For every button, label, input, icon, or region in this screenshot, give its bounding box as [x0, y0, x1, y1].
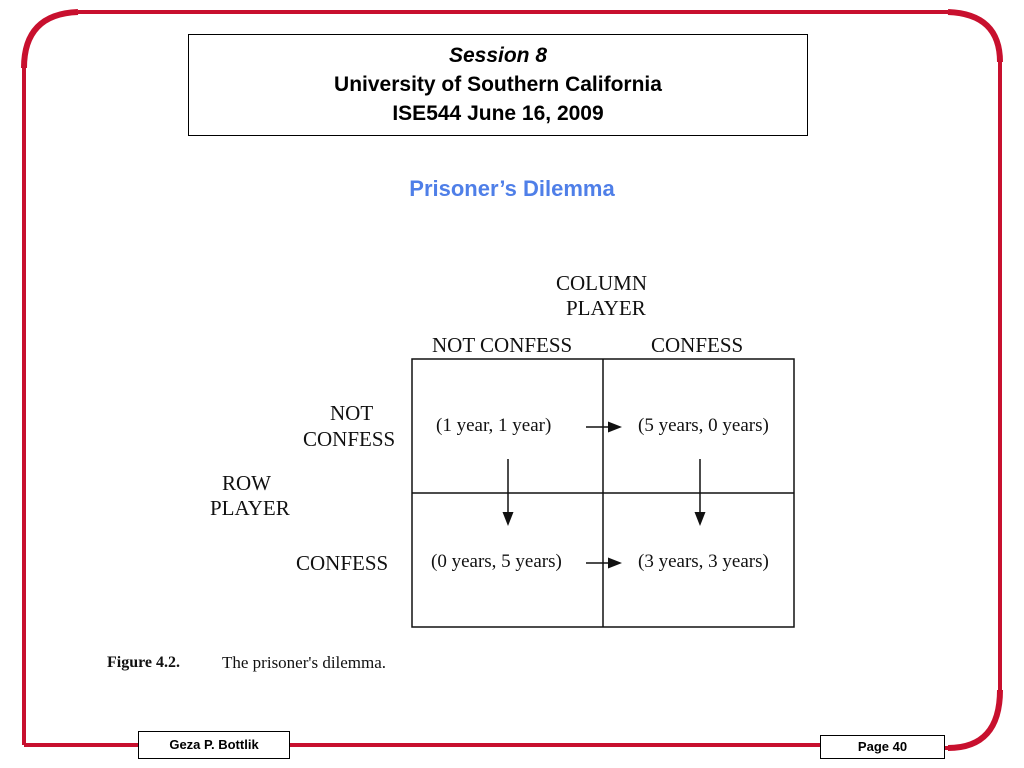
figure-caption-number: Figure 4.2.	[107, 654, 181, 671]
slide-title: Prisoner’s Dilemma	[409, 176, 615, 201]
footer-page-number: Page 40	[820, 735, 945, 759]
cell-confess-not-confess: (0 years, 5 years)	[431, 551, 562, 572]
row-player-label-1: ROW	[222, 471, 271, 495]
column-player-label-1: COLUMN	[556, 271, 648, 295]
session-label: Session 8	[448, 44, 548, 67]
figure-caption-text: The prisoner's dilemma.	[222, 653, 387, 672]
down-arrow	[502, 459, 514, 526]
right-arrow	[586, 421, 622, 433]
cell-confess-confess: (3 years, 3 years)	[638, 551, 769, 572]
column-header-not-confess: NOT CONFESS	[432, 333, 573, 357]
column-player-label-2: PLAYER	[566, 296, 646, 320]
header-box: Session 8 University of Southern Califor…	[188, 34, 808, 136]
row-player-label-2: PLAYER	[210, 496, 290, 520]
course-label: ISE544 June 16, 2009	[392, 102, 604, 125]
footer-author: Geza P. Bottlik	[138, 731, 290, 759]
right-arrow	[586, 557, 622, 569]
row-header-confess: CONFESS	[296, 551, 389, 575]
row-header-not-confess-2: CONFESS	[303, 427, 396, 451]
cell-not-confess-not-confess: (1 year, 1 year)	[436, 415, 552, 436]
row-header-not-confess-1: NOT	[330, 401, 374, 425]
down-arrow	[694, 459, 706, 526]
cell-not-confess-confess: (5 years, 0 years)	[638, 415, 769, 436]
university-label: University of Southern California	[334, 73, 662, 96]
column-header-confess: CONFESS	[651, 333, 744, 357]
